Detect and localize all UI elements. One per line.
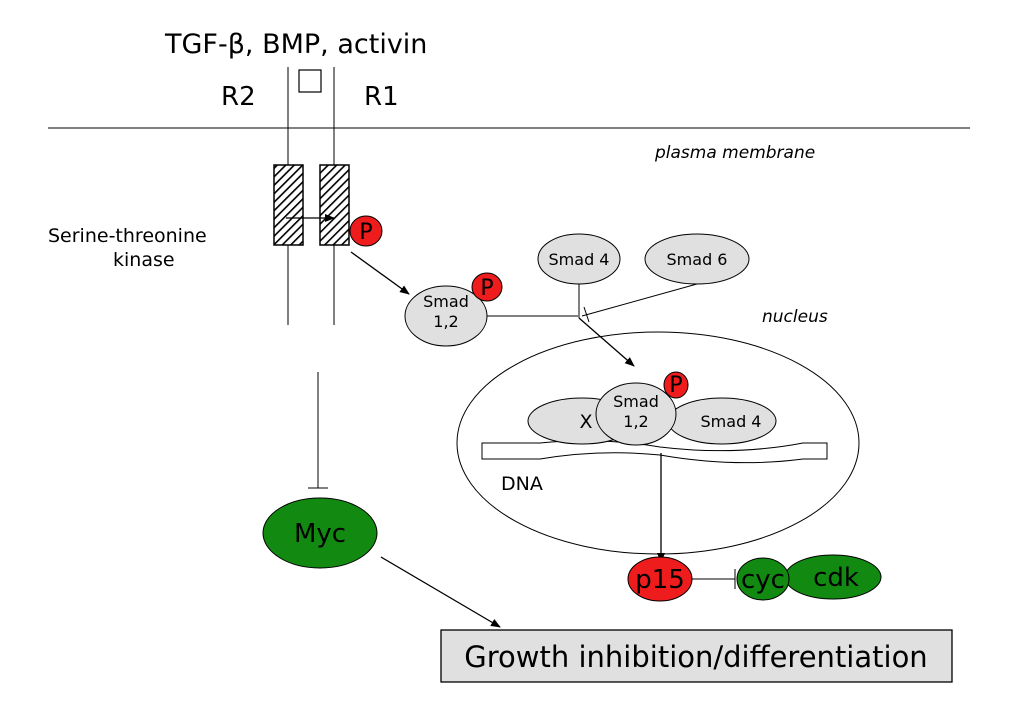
- cyc-label: cyc: [741, 565, 785, 595]
- kinase-label-line2: kinase: [113, 249, 175, 271]
- myc-to-outcome-arrow: [380, 556, 501, 628]
- myc-label: Myc: [294, 519, 346, 549]
- phosphate-smad12-nucleus: [663, 371, 689, 399]
- phosphate-receptor: [349, 215, 383, 247]
- receptor-r2-label: R2: [221, 82, 256, 112]
- phosphate-receptor-label: P: [359, 220, 372, 245]
- cdk-label: cdk: [813, 563, 859, 593]
- r1-kinase-domain: [319, 164, 350, 246]
- outcome-label: Growth inhibition/differentiation: [464, 640, 927, 674]
- smad12-nucleus-label-2: 1,2: [623, 412, 648, 431]
- ligand-square: [298, 69, 322, 93]
- smad4-cytoplasm-label: Smad 4: [549, 250, 610, 269]
- smad6-inhibit-bar: [583, 306, 590, 323]
- outcome-box: [440, 629, 953, 683]
- smad12-nucleus-label-1: Smad: [613, 392, 659, 411]
- x-cofactor-label: X: [579, 411, 592, 433]
- phosphate-smad12-label: P: [480, 276, 493, 301]
- p15-label: p15: [635, 565, 685, 595]
- phosphate-smad12-nucleus-label: P: [669, 373, 682, 398]
- myc-node: [262, 497, 378, 569]
- r2-kinase-domain: [273, 164, 304, 246]
- dna-strand: [481, 440, 828, 464]
- smad12-nucleus: [595, 382, 677, 446]
- kinase-label-line1: Serine-threonine: [48, 225, 207, 247]
- smad6-inhibit-line: [581, 283, 698, 317]
- receptor-r1-label: R1: [364, 82, 399, 112]
- smad6-cytoplasm-label: Smad 6: [667, 250, 728, 269]
- nucleus-label: nucleus: [762, 307, 828, 327]
- phosphate-smad12: [471, 272, 503, 302]
- ligand-label: TGF-β, BMP, activin: [164, 29, 427, 60]
- complex-to-nucleus-arrow: [578, 317, 635, 367]
- smad12-cytoplasm-label-1: Smad: [423, 292, 469, 311]
- receptor-to-smad-arrow: [350, 251, 410, 295]
- dna-label: DNA: [501, 473, 543, 495]
- plasma-membrane-label: plasma membrane: [654, 143, 815, 163]
- smad12-cytoplasm-label-2: 1,2: [433, 312, 458, 331]
- smad4-nucleus-label: Smad 4: [701, 412, 762, 431]
- cyc-node: [736, 557, 790, 601]
